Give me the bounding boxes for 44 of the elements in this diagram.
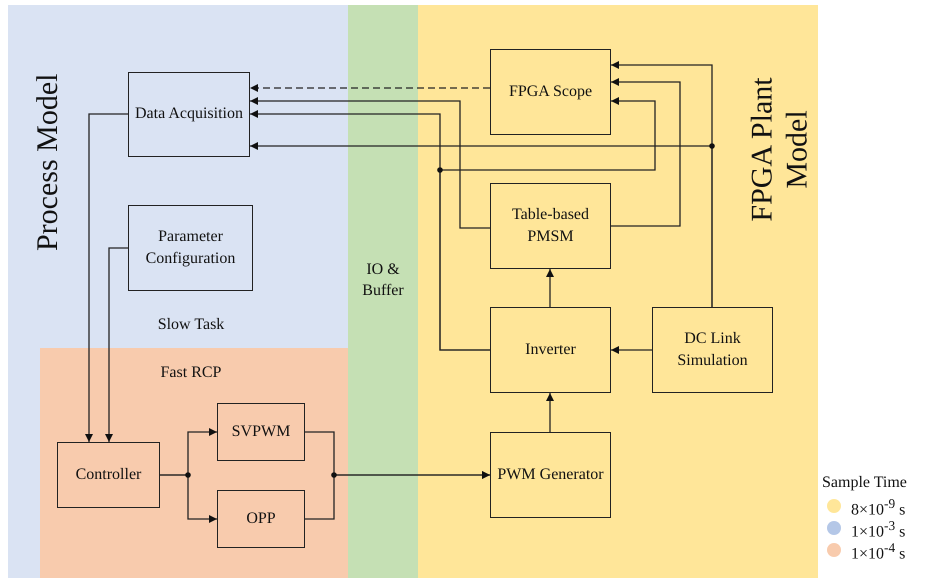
- process-box: [490, 183, 611, 269]
- process-box: [217, 403, 305, 461]
- box-label: DC Link Simulation: [676, 328, 749, 371]
- box-label: Data Acquisition: [135, 104, 243, 124]
- box-label: Parameter Configuration: [144, 226, 236, 269]
- arrow: [85, 113, 128, 442]
- process-box: [490, 307, 611, 393]
- legend-label: 8×10$^{-9}$ s: [851, 496, 906, 520]
- region-band: [40, 348, 348, 578]
- box-label: Table-based PMSM: [510, 204, 590, 247]
- arrow: [105, 247, 128, 442]
- region-title: FPGA Plant Model: [746, 76, 814, 224]
- arrow: [439, 97, 656, 351]
- box-label: Controller: [76, 464, 142, 485]
- arrow: [546, 393, 554, 432]
- box-label: Inverter: [525, 340, 576, 360]
- arrow: [611, 61, 713, 307]
- arrow: [250, 84, 490, 92]
- arrow: [611, 78, 681, 227]
- arrow: [611, 346, 652, 354]
- process-box: [128, 205, 253, 291]
- process-box: [490, 49, 611, 135]
- legend-title: Sample Time: [822, 473, 908, 493]
- region-band: [8, 5, 348, 578]
- region-band: [418, 5, 818, 578]
- region-label: Slow Task: [156, 315, 226, 335]
- process-box: [217, 490, 305, 548]
- box-label: FPGA Scope: [508, 82, 592, 102]
- region-label: Fast RCP: [160, 363, 222, 383]
- box-label: PWM Generator: [497, 464, 604, 485]
- arrow: [160, 474, 217, 523]
- box-label: SVPWM: [232, 422, 290, 442]
- legend-label: 1×10$^{-4}$ s: [851, 540, 906, 564]
- arrow: [250, 97, 490, 229]
- arrow: [305, 471, 490, 520]
- box-label: OPP: [246, 508, 276, 529]
- region-title: Process Model: [30, 72, 65, 253]
- process-box: [128, 72, 250, 157]
- process-box: [57, 442, 160, 508]
- process-box: [490, 432, 611, 518]
- legend-label: 1×10$^{-3}$ s: [851, 518, 906, 542]
- region-label: IO & Buffer: [361, 260, 405, 301]
- process-box: [652, 307, 773, 393]
- arrow: [546, 269, 554, 307]
